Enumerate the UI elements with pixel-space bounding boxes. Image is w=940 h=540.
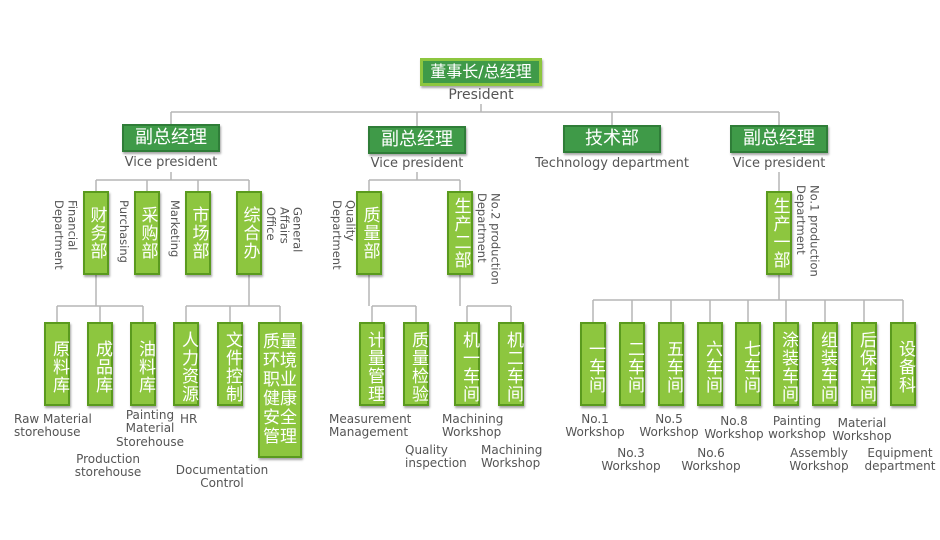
workshop-8-label: No.8 Workshop [704, 414, 764, 442]
workshop-8-box: 七车间 [735, 322, 761, 406]
machining-workshop-2-label: Machining Workshop [481, 443, 543, 471]
workshop-1-label: No.1 Workshop [565, 412, 625, 440]
production-1-department-label: No.1 production Department [794, 185, 822, 277]
quality-inspection-box: 质量检验 [403, 322, 429, 406]
quality-department-box: 质量部 [356, 191, 382, 275]
material-workshop-label: Material Workshop [832, 416, 892, 444]
vice-president-box-1: 副总经理 [122, 124, 220, 152]
painting-material-storehouse-label: Painting Material Storehouse [116, 408, 184, 449]
hr-label: HR [180, 412, 198, 426]
production-2-department-box: 生产二部 [447, 191, 473, 275]
measurement-management-box: 计量管理 [359, 322, 385, 406]
purchasing-department-box: 采购部 [134, 191, 160, 275]
documentation-control-box: 文件控制 [217, 322, 243, 406]
technology-department-box: 技术部 [563, 125, 661, 153]
raw-material-storehouse-box: 原料库 [44, 322, 70, 406]
material-workshop-box: 后保车间 [851, 322, 877, 406]
president-box: 董事长/总经理 [420, 58, 542, 86]
painting-material-storehouse-box: 油料库 [130, 322, 156, 406]
finance-department-label: Financial Department [52, 200, 80, 270]
quality-department-label: Quality Department [330, 200, 358, 270]
assembly-workshop-box: 组装车间 [812, 322, 838, 406]
workshop-5-box: 五车间 [658, 322, 684, 406]
equipment-department-label: Equipment department [864, 446, 936, 474]
workshop-3-box: 二车间 [619, 322, 645, 406]
workshop-1-box: 一车间 [580, 322, 606, 406]
equipment-department-box: 设备科 [890, 322, 916, 406]
vice-president-label-2: Vice president [370, 156, 464, 171]
workshop-6-label: No.6 Workshop [681, 446, 741, 474]
marketing-department-label: Marketing [168, 200, 183, 258]
raw-material-storehouse-label: Raw Material storehouse [14, 412, 92, 440]
painting-workshop-label: Painting workshop [768, 414, 826, 442]
workshop-3-label: No.3 Workshop [601, 446, 661, 474]
president-label: President [448, 87, 514, 103]
vice-president-box-3: 副总经理 [730, 125, 828, 153]
assembly-workshop-label: Assembly Workshop [789, 446, 849, 474]
hr-box: 人力资源 [173, 322, 199, 406]
technology-department-label: Technology department [535, 156, 689, 171]
painting-workshop-box: 涂装车间 [773, 322, 799, 406]
production-1-department-box: 生产一部 [766, 191, 792, 275]
production-2-department-label: No.2 production Department [475, 193, 503, 285]
production-storehouse-label: Production storehouse [74, 452, 142, 480]
workshop-5-label: No.5 Workshop [639, 412, 699, 440]
machining-workshop-1-label: Machining Workshop [442, 412, 504, 440]
vice-president-label-1: Vice president [124, 155, 218, 170]
marketing-department-box: 市场部 [185, 191, 211, 275]
qehs-management-box: 质量 环境 职业 健康 安全 管理 [258, 322, 302, 458]
general-affairs-office-label: General Affairs Office [264, 207, 305, 253]
quality-inspection-label: Quality inspection [405, 443, 467, 471]
workshop-6-box: 六车间 [697, 322, 723, 406]
vice-president-label-3: Vice president [732, 156, 826, 171]
documentation-control-label: Documentation Control [175, 463, 269, 491]
finance-department-box: 财务部 [83, 191, 109, 275]
general-affairs-office-box: 综合办 [236, 191, 262, 275]
production-storehouse-box: 成品库 [87, 322, 113, 406]
measurement-management-label: Measurement Management [329, 412, 412, 440]
machining-workshop-2-box: 机二车间 [498, 322, 524, 406]
purchasing-department-label: Purchasing [117, 200, 132, 263]
vice-president-box-2: 副总经理 [368, 126, 466, 154]
machining-workshop-1-box: 机一车间 [454, 322, 480, 406]
